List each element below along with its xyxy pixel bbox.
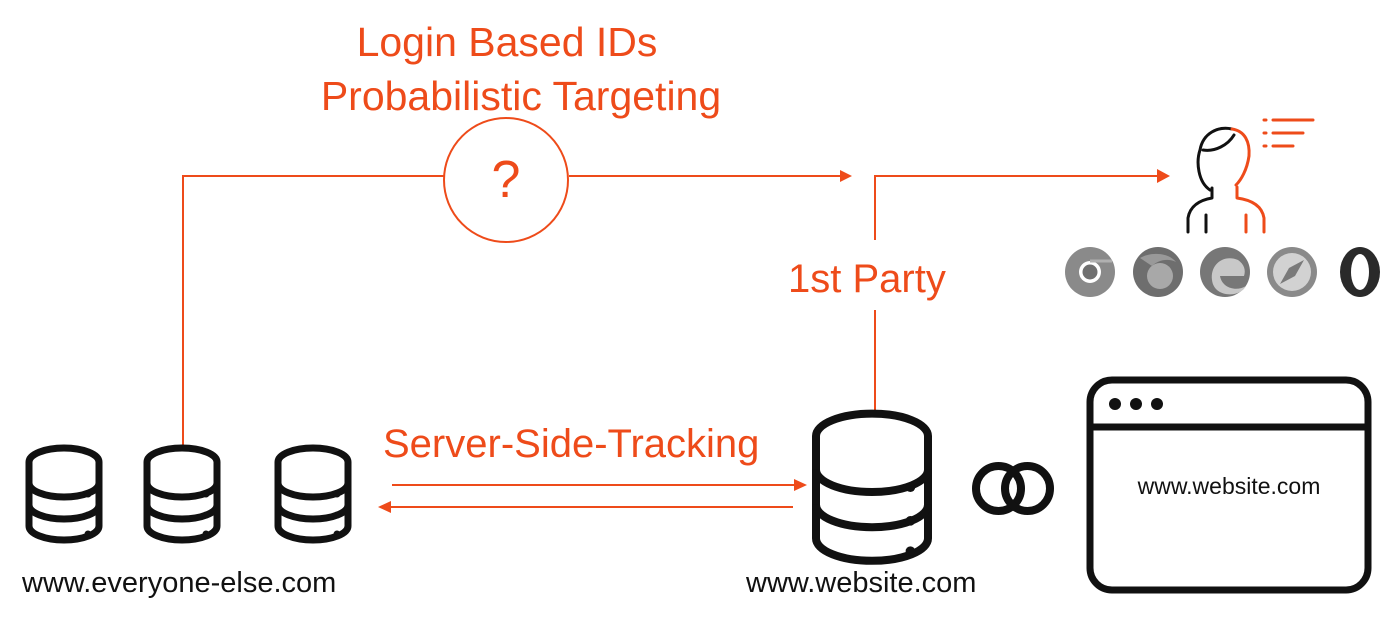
firefox-icon: [1133, 247, 1183, 297]
opera-icon: [1340, 247, 1380, 297]
arrowhead-left: [378, 501, 391, 513]
list-lines-icon: [1262, 118, 1315, 148]
title-line-2: Probabilistic Targeting: [320, 73, 722, 119]
arrowhead-right: [794, 479, 807, 491]
line-first-party-to-user: [874, 175, 1160, 240]
title-line-1: Login Based IDs: [356, 19, 658, 65]
user-profile-icon: [1186, 126, 1266, 234]
arrow-heads: [378, 169, 1170, 513]
database-icon-everyone-else-2: [147, 448, 217, 540]
chrome-icon: [1065, 247, 1115, 297]
line-everyone-else-to-question: [182, 175, 444, 448]
connector-lines: [182, 175, 1160, 508]
browser-window-icon: [1086, 376, 1372, 594]
arrowhead-to-first-party: [840, 170, 852, 182]
everyone-else-domain-label: www.everyone-else.com: [22, 567, 337, 599]
server-side-tracking-label: Server-Side-Tracking: [383, 422, 760, 466]
browser-window-url: www.website.com: [1137, 473, 1321, 499]
question-circle: [443, 117, 569, 243]
link-icon: [972, 462, 1054, 515]
arrowhead-to-user: [1157, 169, 1170, 183]
edge-icon: [1200, 247, 1250, 297]
database-icon-everyone-else-1: [29, 448, 99, 540]
question-mark: ?: [492, 151, 521, 209]
database-icon-everyone-else-3: [278, 448, 348, 540]
database-icon-website: [811, 409, 933, 565]
first-party-label: 1st Party: [788, 257, 946, 301]
safari-icon: [1267, 247, 1317, 297]
website-domain-label: www.website.com: [746, 567, 977, 599]
